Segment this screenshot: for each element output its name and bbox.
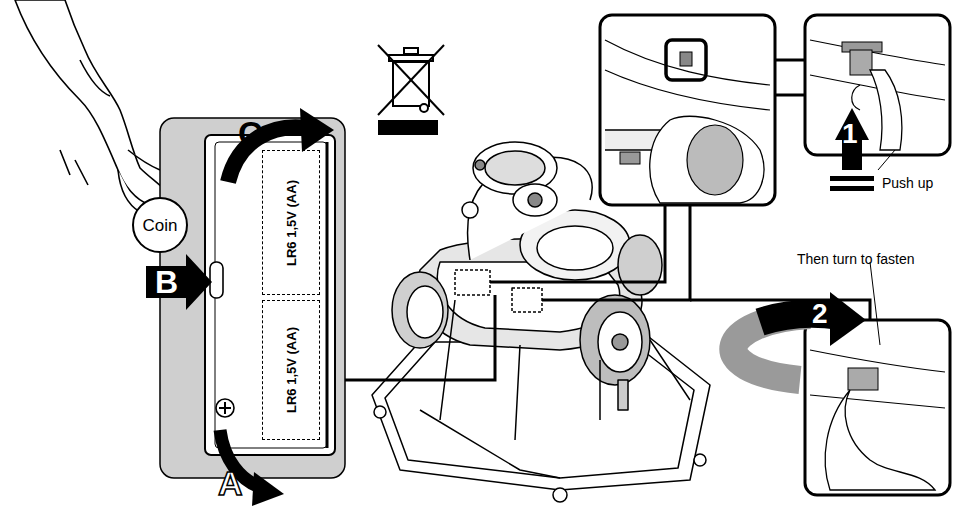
arrow-c-head <box>300 108 334 152</box>
arrow-a-head <box>252 472 284 506</box>
step-letter: B <box>155 266 178 298</box>
arrow-2 <box>760 314 840 322</box>
callout-number: 1 <box>842 120 858 148</box>
arrow-b <box>146 254 212 310</box>
step-letter: A <box>218 466 243 500</box>
node-text: Coin <box>143 217 178 234</box>
arrow-bar <box>830 186 874 191</box>
detail-box <box>600 15 775 205</box>
battery-slot: LR6 1,5V (AA) <box>262 300 320 440</box>
instruction-text: Push up <box>882 176 933 190</box>
battery-label: LR6 1,5V (AA) <box>285 327 298 413</box>
detail-box <box>805 15 950 155</box>
instruction-text: Then turn to fasten <box>797 252 915 266</box>
weee-bar <box>378 120 438 135</box>
battery-slot: LR6 1,5V (AA) <box>262 150 320 295</box>
callout-number: 2 <box>812 300 828 328</box>
battery-label: LR6 1,5V (AA) <box>285 180 298 266</box>
arrow-1 <box>835 108 869 170</box>
weee-symbol <box>378 45 444 115</box>
detail-box <box>805 320 950 495</box>
hand <box>15 0 175 212</box>
step-letter: C <box>238 116 263 150</box>
coin-circle: Coin <box>132 197 188 253</box>
leader-line <box>878 150 895 170</box>
arrow-bar <box>830 176 874 181</box>
leader-line <box>870 262 880 345</box>
arrow-2-head <box>830 292 866 346</box>
